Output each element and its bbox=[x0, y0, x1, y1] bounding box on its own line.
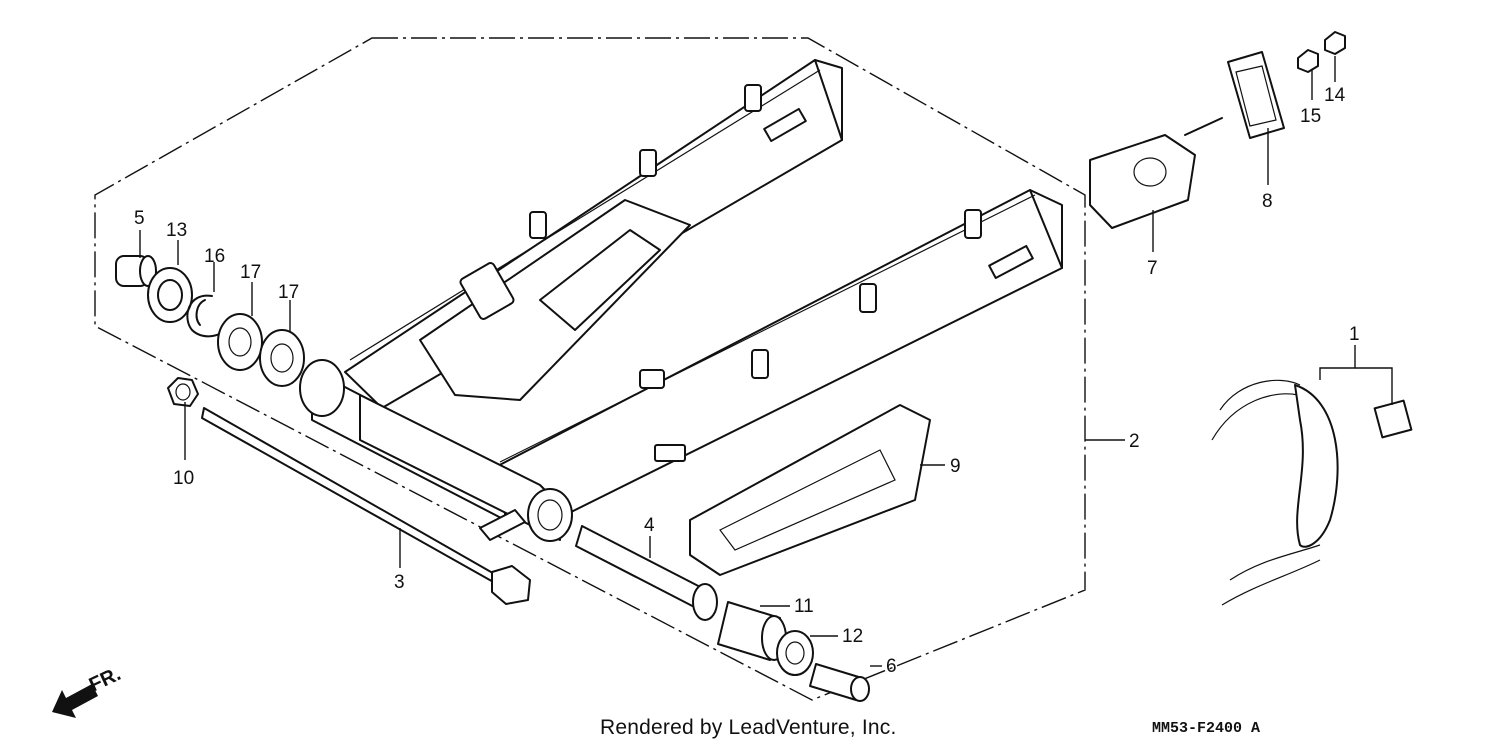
diagram-code: MM53-F2400 A bbox=[1152, 720, 1261, 737]
nut-15[interactable] bbox=[1297, 49, 1319, 73]
callout-3: 3 bbox=[394, 572, 405, 593]
callout-17a: 17 bbox=[240, 262, 261, 283]
drive-chain-1[interactable] bbox=[1211, 379, 1413, 606]
bearing-17b[interactable] bbox=[259, 329, 305, 387]
chain-slider-9[interactable] bbox=[689, 404, 931, 576]
rendered-by-credit: Rendered by LeadVenture, Inc. bbox=[600, 716, 897, 739]
callout-13: 13 bbox=[166, 220, 187, 241]
collar-4[interactable] bbox=[575, 525, 718, 621]
nut-14[interactable] bbox=[1324, 31, 1346, 55]
swingarm[interactable] bbox=[299, 59, 1063, 542]
collar-6[interactable] bbox=[809, 663, 870, 702]
callout-4: 4 bbox=[644, 515, 655, 536]
callout-11: 11 bbox=[794, 596, 814, 617]
callout-10: 10 bbox=[173, 468, 194, 489]
callout-7: 7 bbox=[1147, 258, 1158, 279]
callout-1: 1 bbox=[1349, 324, 1360, 345]
adjuster-block-7[interactable] bbox=[1089, 117, 1223, 229]
callout-9: 9 bbox=[950, 456, 961, 477]
assembly-boundary bbox=[94, 37, 1086, 701]
leader-lines bbox=[139, 56, 1393, 667]
callout-5: 5 bbox=[134, 208, 145, 229]
collar-5[interactable] bbox=[115, 255, 157, 287]
callout-16: 16 bbox=[204, 246, 225, 267]
dust-seal-13[interactable] bbox=[147, 267, 193, 323]
callout-15: 15 bbox=[1300, 106, 1321, 127]
callout-labels: 1 2 3 4 5 6 7 8 9 10 11 12 13 14 15 16 1… bbox=[134, 85, 1360, 677]
needle-bearing-11[interactable] bbox=[717, 601, 787, 661]
front-direction-arrow: FR. bbox=[52, 663, 124, 718]
callout-14: 14 bbox=[1324, 85, 1346, 106]
dust-seal-12[interactable] bbox=[776, 630, 814, 676]
adjuster-plate-8[interactable] bbox=[1227, 51, 1285, 139]
pivot-bolt-3[interactable] bbox=[201, 407, 531, 605]
callout-6: 6 bbox=[886, 656, 897, 677]
arrow-icon bbox=[52, 684, 98, 718]
callout-8: 8 bbox=[1262, 191, 1273, 212]
callout-2: 2 bbox=[1129, 431, 1140, 452]
callout-17b: 17 bbox=[278, 282, 299, 303]
nut-10[interactable] bbox=[167, 377, 199, 407]
bearing-17a[interactable] bbox=[217, 313, 263, 371]
callout-12: 12 bbox=[842, 626, 863, 647]
